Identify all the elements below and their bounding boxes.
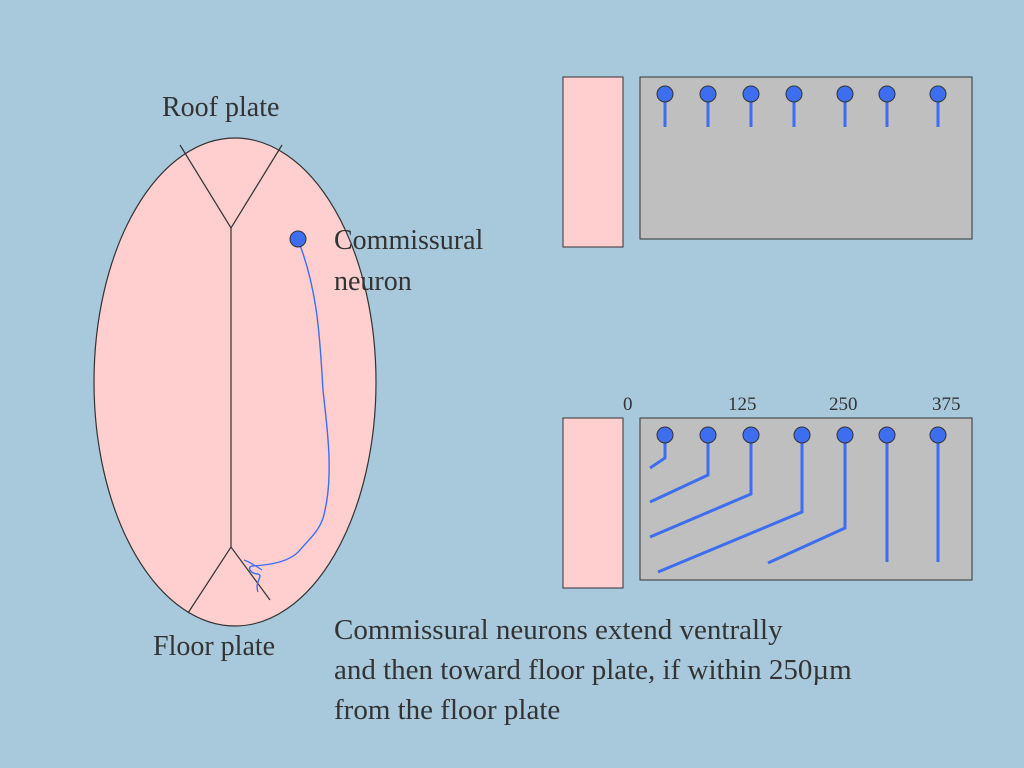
top-tissue-block <box>562 76 624 248</box>
caption-line3: from the floor plate <box>334 694 561 726</box>
bottom-neuron-2 <box>699 426 717 444</box>
scale-tick-0: 0 <box>623 394 633 415</box>
scale-tick-250: 250 <box>829 394 858 415</box>
bottom-neuron-4 <box>793 426 811 444</box>
bottom-neuron-1 <box>656 426 674 444</box>
scale-tick-125: 125 <box>728 394 757 415</box>
bottom-axon-2 <box>649 435 710 504</box>
commissural-label-line2: neuron <box>334 266 412 297</box>
top-neuron-6 <box>878 85 896 103</box>
scale-tick-375: 375 <box>932 394 961 415</box>
bottom-explant-block <box>639 417 973 581</box>
bottom-axons <box>649 435 940 574</box>
axon-branch <box>243 559 263 571</box>
floor-plate-boundary <box>187 545 271 614</box>
bottom-axon-3 <box>649 435 753 539</box>
bottom-neurons <box>656 426 947 444</box>
top-neuron-2 <box>699 85 717 103</box>
commissural-neuron-soma <box>289 230 307 248</box>
top-neuron-3 <box>742 85 760 103</box>
bottom-explant-panel <box>562 417 973 589</box>
top-neurons <box>656 85 947 103</box>
commissural-label-line1: Commissural <box>334 225 484 256</box>
top-neuron-7 <box>929 85 947 103</box>
caption-line2: and then toward floor plate, if within 2… <box>334 654 852 686</box>
bottom-neuron-3 <box>742 426 760 444</box>
bottom-neuron-5 <box>836 426 854 444</box>
caption-line1: Commissural neurons extend ventrally <box>334 614 783 646</box>
top-neuron-5 <box>836 85 854 103</box>
roof-plate-label: Roof plate <box>162 92 280 123</box>
commissural-axon <box>248 239 330 593</box>
bottom-neuron-7 <box>929 426 947 444</box>
top-explant-panel <box>562 76 973 248</box>
top-explant-block <box>639 76 973 240</box>
bottom-axon-4 <box>657 435 804 574</box>
caption: Commissural neurons extend ventrally and… <box>334 610 852 730</box>
bottom-neuron-6 <box>878 426 896 444</box>
floor-plate-label: Floor plate <box>153 631 276 662</box>
spinal-cord-section <box>93 137 377 627</box>
bottom-floor-plate-block <box>562 417 624 589</box>
top-neuron-4 <box>785 85 803 103</box>
top-neuron-1 <box>656 85 674 103</box>
bottom-axon-5 <box>767 435 847 565</box>
